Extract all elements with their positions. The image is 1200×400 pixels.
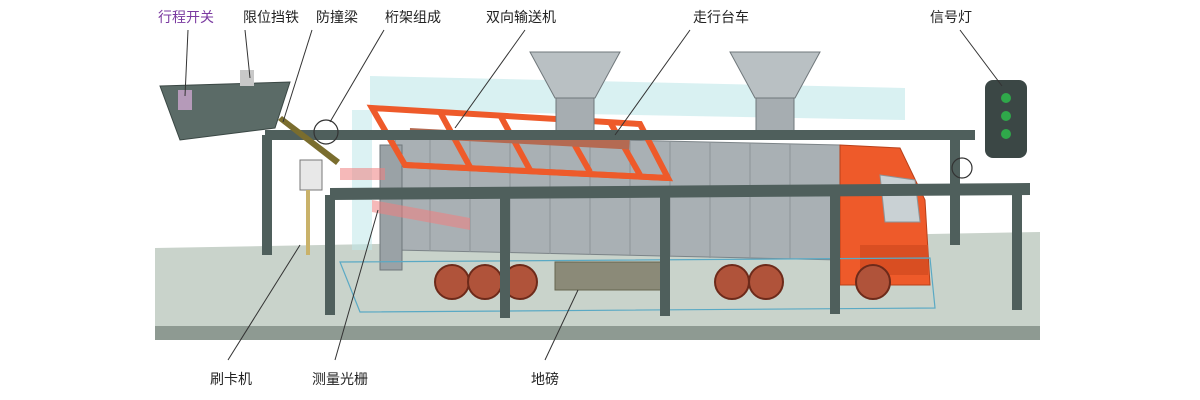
truck-wheels xyxy=(434,264,891,300)
label-weighbridge: 地磅 xyxy=(531,372,559,388)
label-light-curtain: 测量光栅 xyxy=(312,372,368,388)
truck-trailer xyxy=(379,134,841,271)
signal-light xyxy=(985,80,1027,158)
card-reader xyxy=(299,159,323,255)
label-limit-stopper: 限位挡铁 xyxy=(243,10,299,26)
truck-cab xyxy=(839,144,931,286)
label-trolley: 走行台车 xyxy=(693,10,749,26)
gantry-columns xyxy=(262,135,1022,318)
hopper-right xyxy=(729,51,821,133)
chassis-tank xyxy=(554,261,666,291)
light-curtain-panels xyxy=(340,168,470,230)
hopper-left xyxy=(529,51,621,133)
label-travel-switch: 行程开关 xyxy=(158,10,214,26)
anti-collision-beam xyxy=(278,116,340,165)
label-signal-light: 信号灯 xyxy=(930,10,972,26)
label-conveyor: 双向输送机 xyxy=(486,10,556,26)
limit-switch-detail xyxy=(159,70,291,141)
detail-circle-left xyxy=(313,119,339,145)
label-anti-collision-beam: 防撞梁 xyxy=(316,10,358,26)
label-card-reader: 刷卡机 xyxy=(210,372,252,388)
gantry-rails xyxy=(265,130,1030,200)
leader-lines xyxy=(184,29,1003,361)
label-truss: 桁架组成 xyxy=(385,10,441,26)
detail-circle-right xyxy=(951,157,973,179)
